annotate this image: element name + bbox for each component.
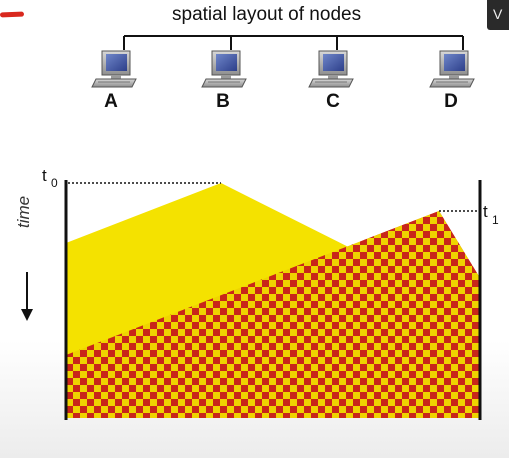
time-arrow-head <box>21 309 33 321</box>
diagram-title: spatial layout of nodes <box>172 4 362 25</box>
node-label-b: B <box>216 91 230 112</box>
t1-label-letter: t <box>483 202 488 221</box>
overlay-tab-letter: V <box>493 6 503 22</box>
collision-overlap-region <box>66 211 480 418</box>
node-label-d: D <box>444 91 458 112</box>
t0-label-letter: t <box>42 166 47 185</box>
node-label-c: C <box>326 91 340 112</box>
time-axis-label: time <box>14 195 33 228</box>
video-overlay-tab[interactable]: V <box>487 0 509 30</box>
t1-label-subscript: 1 <box>492 213 499 227</box>
network-bus <box>123 35 464 50</box>
t0-label-subscript: 0 <box>51 176 58 190</box>
node-label-a: A <box>104 91 118 112</box>
